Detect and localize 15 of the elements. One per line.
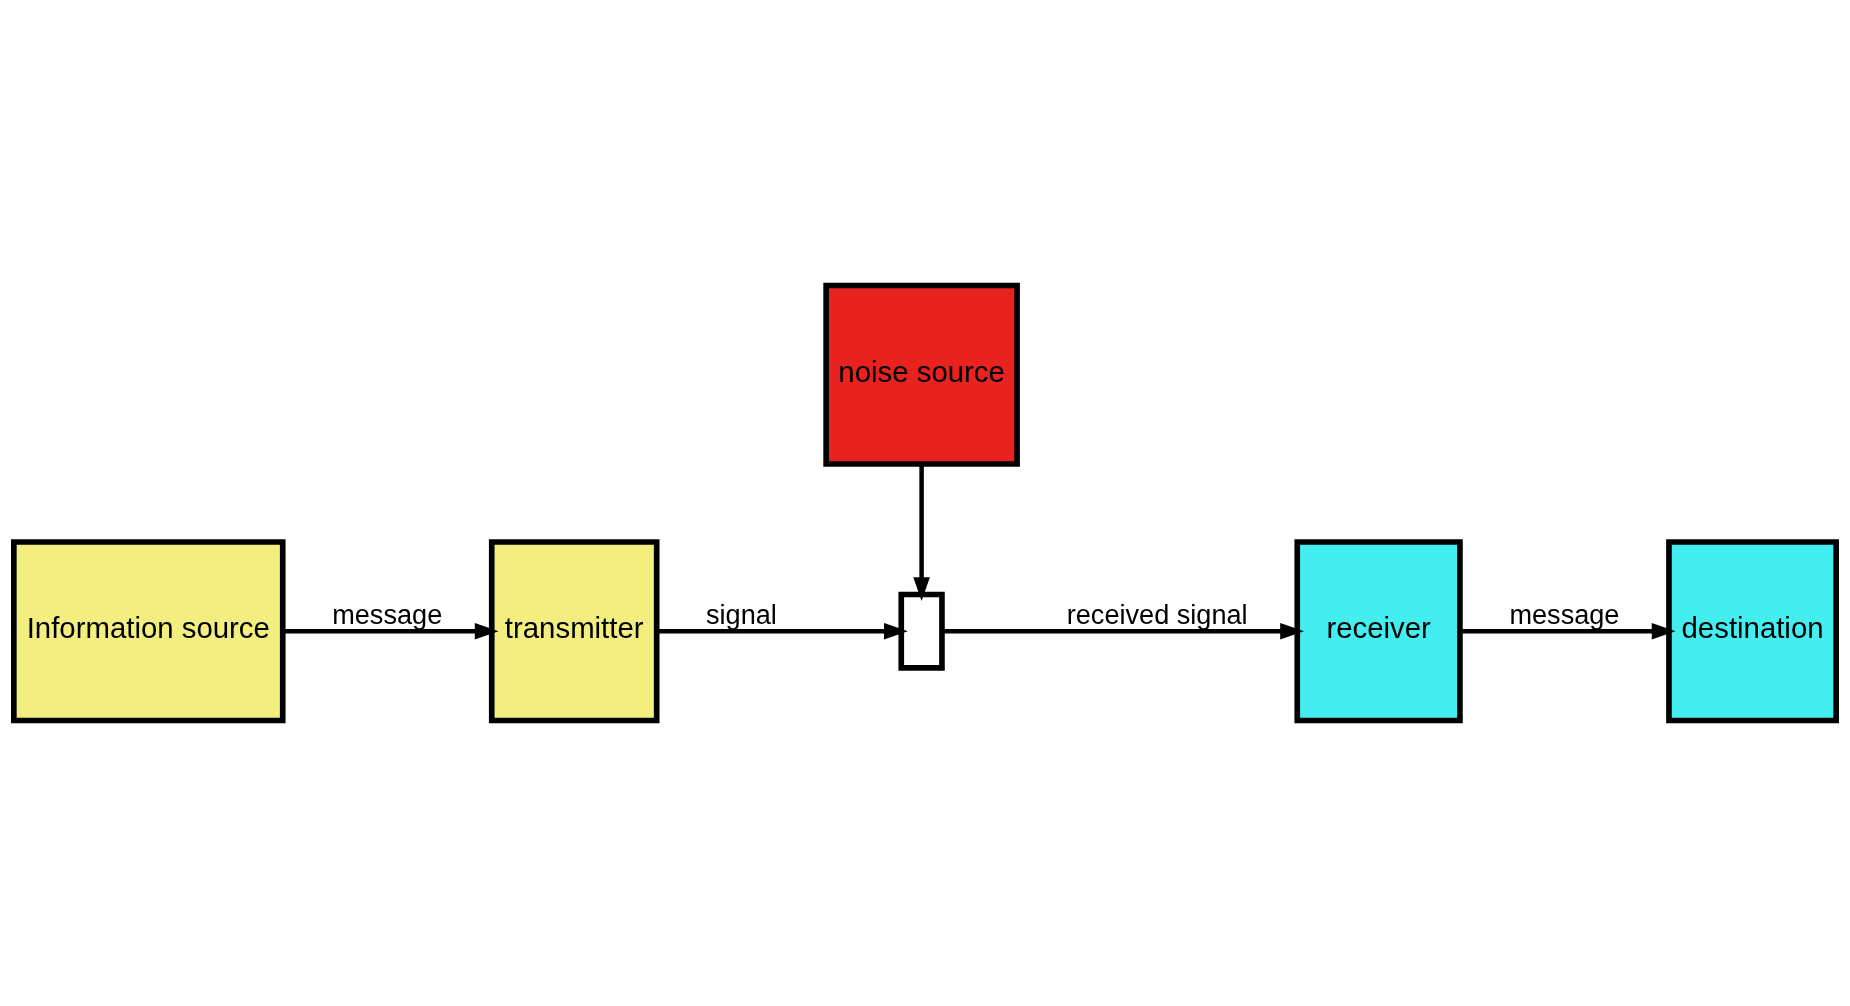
node-box: transmitter — [488, 539, 660, 724]
edge-label: received signal — [1066, 598, 1248, 630]
arrow — [282, 622, 499, 640]
edge-label: signal — [705, 598, 777, 630]
arrow — [913, 464, 930, 601]
arrow — [656, 622, 908, 640]
edge-label: message — [332, 598, 443, 630]
node-box: Information source — [11, 539, 286, 724]
node-box: destination — [1666, 539, 1839, 724]
node-box — [898, 591, 945, 671]
node-box: receiver — [1294, 539, 1463, 724]
arrow — [942, 622, 1304, 640]
edge-label: message — [1509, 598, 1620, 630]
node-box: noise source — [823, 282, 1020, 467]
arrow — [1460, 622, 1676, 640]
